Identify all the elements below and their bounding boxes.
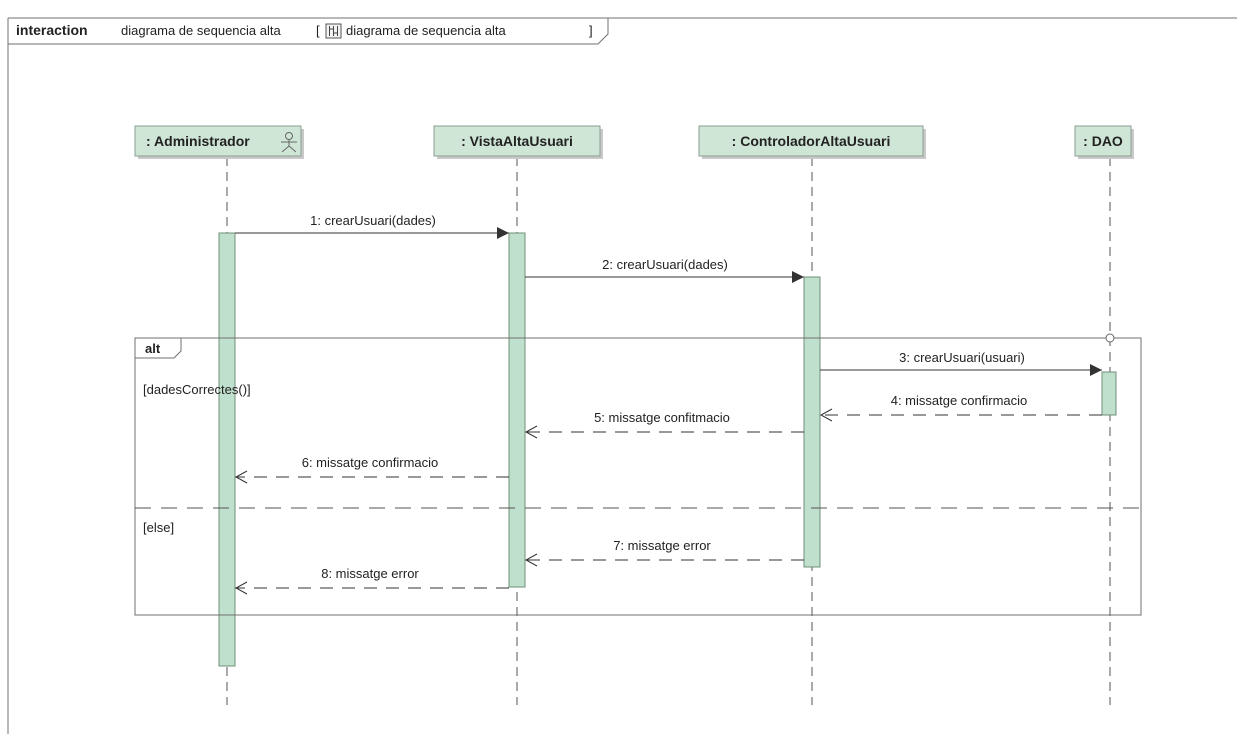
message-1-arrowhead <box>497 227 509 239</box>
message-6-label: 6: missatge confirmacio <box>302 455 439 470</box>
lifeline-vista-label: : VistaAltaUsuari <box>461 133 573 149</box>
actor-icon <box>281 132 297 153</box>
message-5-arrowhead <box>524 425 538 439</box>
frame-keyword: interaction <box>16 22 88 38</box>
message-4-label: 4: missatge confirmacio <box>891 393 1028 408</box>
alt-operator-label: alt <box>145 341 161 356</box>
message-7-label: 7: missatge error <box>613 538 711 553</box>
frame-name-tab <box>8 18 609 45</box>
message-6-arrowhead <box>234 470 248 484</box>
message-3-label: 3: crearUsuari(usuari) <box>899 350 1025 365</box>
frame-ref-title: diagrama de sequencia alta <box>346 23 506 38</box>
message-5-label: 5: missatge confitmacio <box>594 410 730 425</box>
alt-operator-tab <box>135 338 182 359</box>
activation-administrador <box>218 232 236 667</box>
sequence-diagram-icon <box>325 23 342 39</box>
frame-ref-close-bracket: ] <box>589 23 593 38</box>
frame-title: diagrama de sequencia alta <box>121 23 281 38</box>
activation-dao <box>1101 371 1117 416</box>
message-8-label: 8: missatge error <box>321 566 419 581</box>
alt-fragment-corner-handle <box>1105 333 1115 343</box>
message-1-label: 1: crearUsuari(dades) <box>310 213 436 228</box>
lifeline-administrador-label: : Administrador <box>146 133 250 149</box>
lifeline-dao-label: : DAO <box>1083 133 1123 149</box>
frame-ref-open-bracket: [ <box>316 23 320 38</box>
lifeline-dao-head[interactable]: : DAO <box>1074 125 1134 159</box>
alt-guard-2: [else] <box>143 520 174 535</box>
lifeline-controlador-label: : ControladorAltaUsuari <box>732 133 891 149</box>
message-2-label: 2: crearUsuari(dades) <box>602 257 728 272</box>
message-8-arrowhead <box>234 581 248 595</box>
message-2-arrowhead <box>792 271 804 283</box>
alt-fragment <box>134 337 1142 616</box>
activation-controlador <box>803 276 821 568</box>
lifeline-controlador-head[interactable]: : ControladorAltaUsuari <box>698 125 926 159</box>
alt-guard-1: [dadesCorrectes()] <box>143 382 251 397</box>
lifeline-administrador-head[interactable]: : Administrador <box>134 125 304 159</box>
activation-vista <box>508 232 526 588</box>
message-7-arrowhead <box>524 553 538 567</box>
lifeline-vista-head[interactable]: : VistaAltaUsuari <box>433 125 603 159</box>
message-3-arrowhead <box>1090 364 1102 376</box>
message-4-arrowhead <box>819 408 833 422</box>
